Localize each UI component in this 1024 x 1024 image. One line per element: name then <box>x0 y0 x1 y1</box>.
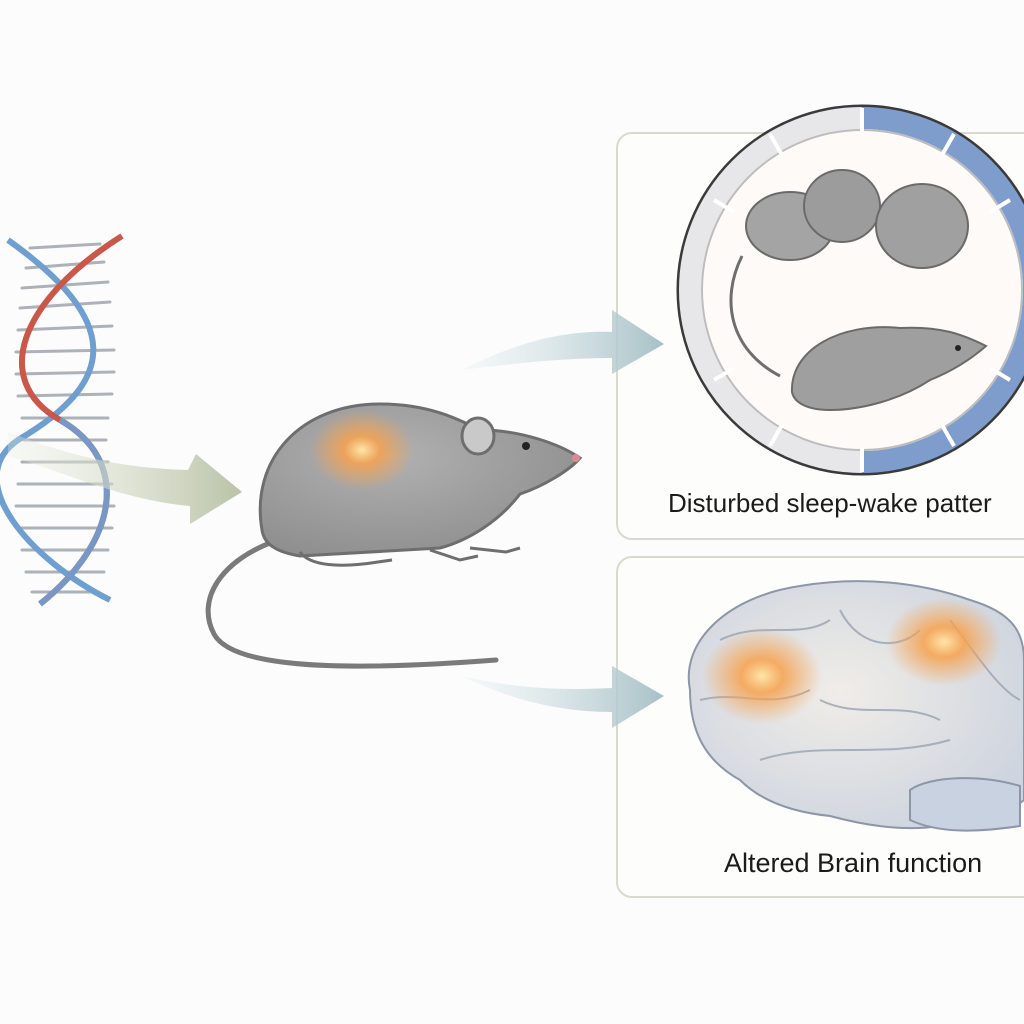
sleep-cycle-clock-icon <box>676 104 1024 476</box>
rat-icon <box>205 402 583 669</box>
brain-function-caption: Altered Brain function <box>724 848 983 878</box>
dna-helix-icon <box>0 233 124 607</box>
sleep-wake-caption: Disturbed sleep-wake patter <box>668 488 992 518</box>
brain-icon <box>687 580 1024 832</box>
arrow-icon <box>8 432 242 524</box>
arrow-icon <box>462 310 664 374</box>
arrow-icon <box>462 666 664 728</box>
